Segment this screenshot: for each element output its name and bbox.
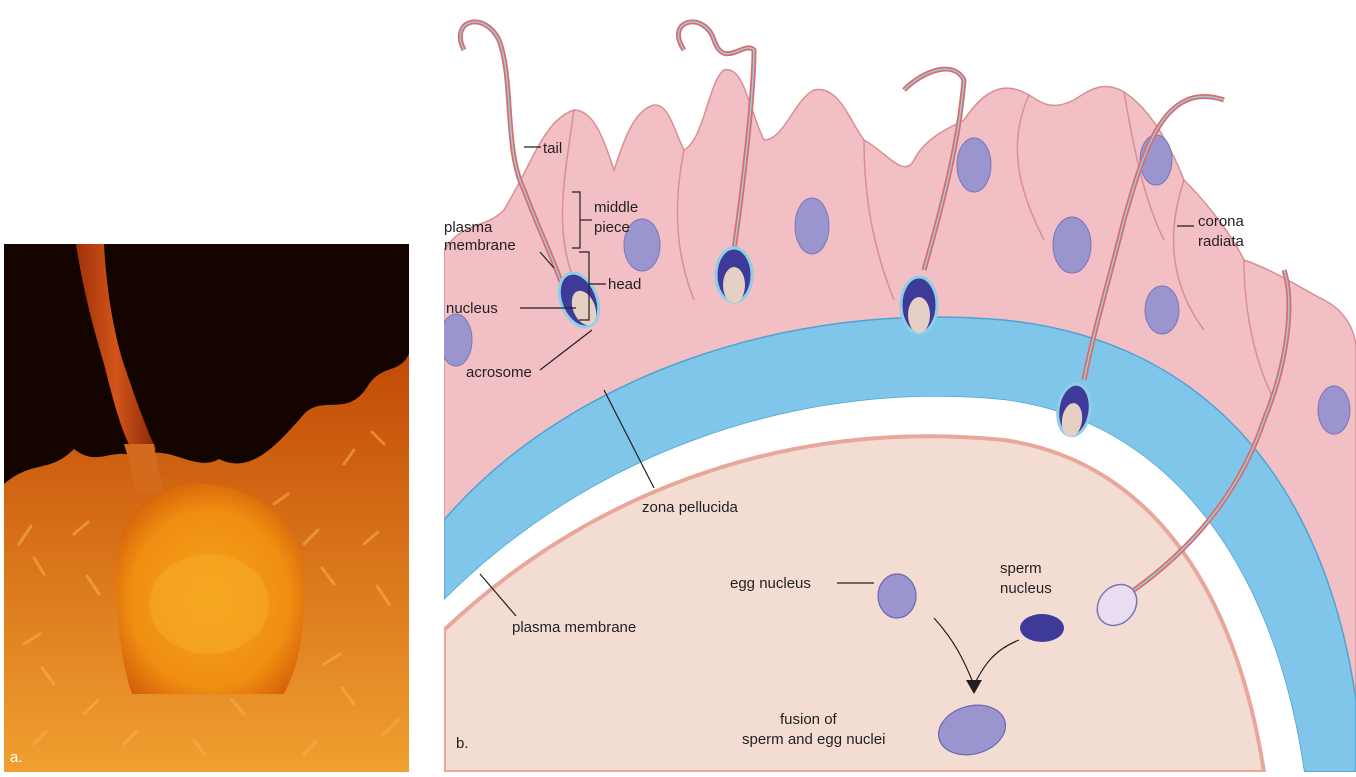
label-egg-nucleus: egg nucleus	[730, 575, 811, 592]
label-head: head	[608, 276, 641, 293]
sperm-micrograph: a.	[4, 244, 409, 772]
label-middle-piece-1: middle	[594, 199, 638, 216]
label-middle-piece-2: piece	[594, 219, 630, 236]
fertilization-diagram: tail middle piece plasma membrane head n…	[444, 0, 1356, 772]
label-zona-pellucida: zona pellucida	[642, 499, 739, 516]
label-plasma-membrane-1: plasma	[444, 219, 493, 236]
panel-b-letter: b.	[456, 735, 469, 752]
head-highlight	[149, 554, 269, 654]
label-corona-1: corona	[1198, 213, 1245, 230]
label-acrosome: acrosome	[466, 364, 532, 381]
label-plasma-membrane-2: membrane	[444, 237, 516, 254]
label-tail: tail	[543, 140, 562, 157]
label-fusion-2: sperm and egg nuclei	[742, 731, 885, 748]
label-sperm-nucleus-2: nucleus	[1000, 580, 1052, 597]
sperm-nucleus	[1020, 614, 1064, 642]
label-sperm-nucleus-1: sperm	[1000, 560, 1042, 577]
micrograph-panel: a.	[4, 244, 409, 772]
label-fusion-1: fusion of	[780, 711, 838, 728]
fertilization-svg: tail middle piece plasma membrane head n…	[444, 0, 1356, 772]
label-corona-2: radiata	[1198, 233, 1245, 250]
panel-a-letter: a.	[10, 749, 23, 766]
label-plasma-membrane-egg: plasma membrane	[512, 619, 636, 636]
label-nucleus: nucleus	[446, 300, 498, 317]
egg-nucleus	[878, 574, 916, 618]
